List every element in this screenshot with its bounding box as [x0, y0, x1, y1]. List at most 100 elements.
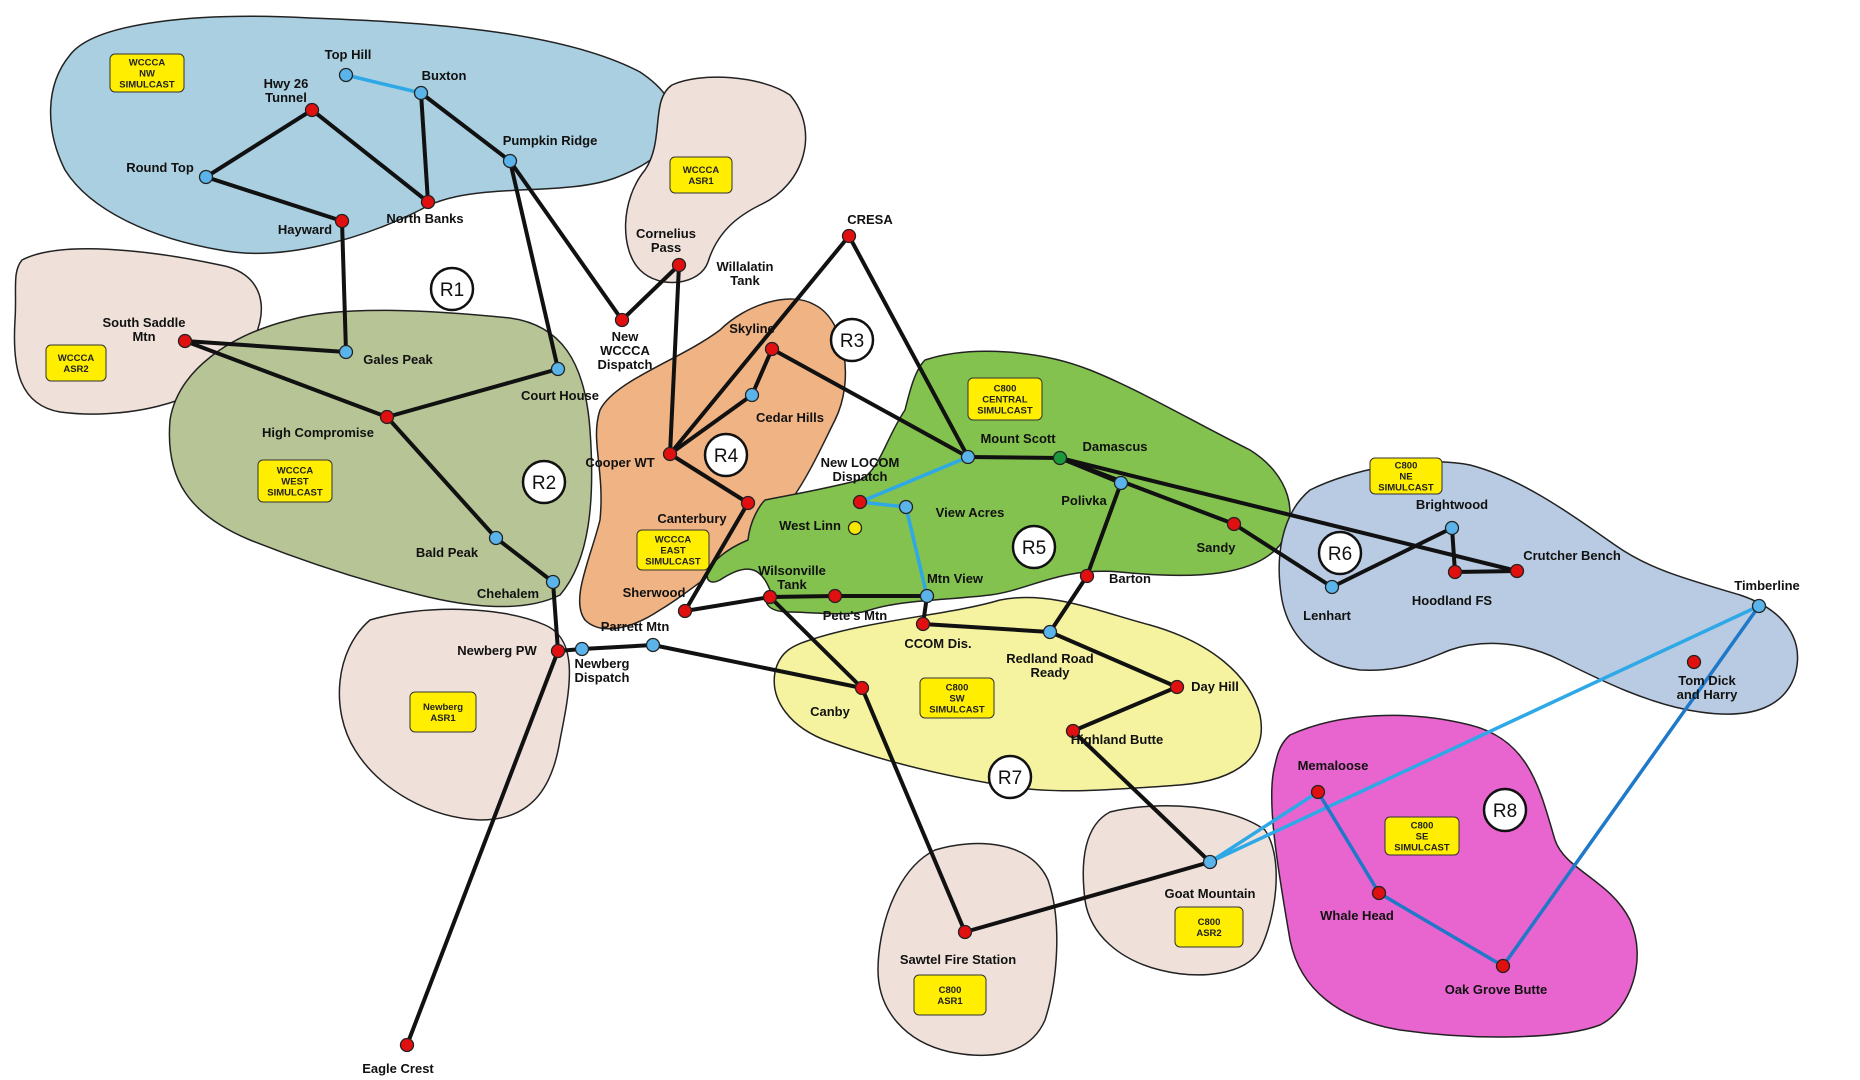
- site-label-highlandbutte: Highland Butte: [1071, 732, 1163, 747]
- link-dayhill-highlandbutte: [1071, 685, 1179, 733]
- region-label-r5: R5: [1022, 538, 1046, 559]
- network-links: [183, 73, 1761, 1047]
- site-node-canterbury: [740, 495, 756, 511]
- site-label-memaloose: Memaloose: [1298, 758, 1369, 773]
- site-label-canterbury: Canterbury: [657, 511, 727, 526]
- site-node-eaglecrest: [399, 1037, 415, 1053]
- site-label-courthouse: Court House: [521, 388, 599, 403]
- link-lenhart-brightwood: [1330, 526, 1454, 589]
- zone-badge-box: [109, 53, 185, 93]
- site-node-memaloose: [1310, 784, 1326, 800]
- site-label-viewacres: View Acres: [936, 505, 1005, 520]
- site-node-southsaddle: [177, 333, 193, 349]
- zone-badge-text: SIMULCAST: [267, 488, 323, 499]
- site-node-damascus: [1052, 450, 1068, 466]
- region-circle-r8: [1482, 787, 1528, 833]
- link-canby-sawtel: [860, 686, 967, 934]
- link-newwccca-cornelius: [620, 263, 681, 322]
- region-label-r6: R6: [1328, 544, 1352, 565]
- link-cresa-cooperwt: [668, 234, 851, 456]
- site-label-sherwood: Sherwood: [623, 585, 686, 600]
- site-label-mountscott: Mount Scott: [980, 431, 1056, 446]
- region-circle-r7: [987, 754, 1033, 800]
- link-barton-redland: [1048, 574, 1089, 634]
- site-node-whalehead: [1371, 885, 1387, 901]
- zone-badge-text: WCCCA: [58, 353, 95, 364]
- link-redland-dayhill: [1048, 630, 1179, 689]
- site-node-crutcher: [1509, 563, 1525, 579]
- link-pumpkin-courthouse: [508, 159, 560, 371]
- site-label-ccom: CCOM Dis.: [904, 636, 971, 651]
- link-newlocom-viewacres: [858, 500, 908, 509]
- site-node-viewacres: [898, 499, 914, 515]
- zone-badge-text: WEST: [281, 477, 309, 488]
- site-node-chehalem: [545, 574, 561, 590]
- link-viewacres-mtnview: [904, 505, 929, 598]
- link-goatmtn-memaloose: [1208, 790, 1320, 864]
- zone-badge-text: WCCCA: [129, 58, 166, 69]
- zone-badge-text: EAST: [660, 546, 686, 557]
- site-label-pumpkin: Pumpkin Ridge: [503, 133, 598, 148]
- site-node-canby: [854, 680, 870, 696]
- link-newbergdisp-parrett: [580, 643, 655, 651]
- zone-badges: WCCCANWSIMULCASTWCCCAASR1WCCCAASR2WCCCAW…: [45, 53, 1460, 1016]
- zone-badge-text: SIMULCAST: [645, 557, 701, 568]
- link-tophill-buxton: [344, 73, 423, 95]
- site-label-parrett: Parrett Mtn: [601, 619, 670, 634]
- site-node-westlinn: [847, 520, 863, 536]
- site-label-cedarhills: Cedar Hills: [756, 410, 824, 425]
- site-label-skyline: Skyline: [729, 321, 775, 336]
- link-pumpkin-newwccca: [508, 159, 624, 322]
- link-roundtop-hayward: [204, 175, 344, 223]
- zone-badge-box: [409, 691, 477, 733]
- site-node-galespeak: [338, 344, 354, 360]
- link-ccom-redland: [921, 622, 1052, 634]
- site-node-mtnview: [919, 588, 935, 604]
- site-node-sherwood: [677, 603, 693, 619]
- zone-c800-sw: [773, 596, 1263, 792]
- site-node-mountscott: [960, 449, 976, 465]
- site-node-newlocom: [852, 494, 868, 510]
- site-node-courthouse: [550, 361, 566, 377]
- site-label-buxton: Buxton: [422, 68, 467, 83]
- site-node-roundtop: [198, 169, 214, 185]
- link-canterbury-sherwood: [683, 501, 750, 613]
- region-label-r7: R7: [998, 768, 1022, 789]
- site-node-timberline: [1751, 598, 1767, 614]
- site-node-dayhill: [1169, 679, 1185, 695]
- site-label-hayward: Hayward: [278, 222, 332, 237]
- link-cornelius-cooperwt: [668, 263, 681, 456]
- zone-c800-asr1-sawtel: [877, 842, 1058, 1057]
- site-label-damascus: Damascus: [1082, 439, 1147, 454]
- zone-badge-text: Newberg: [423, 702, 463, 713]
- link-skyline-mountscott: [770, 347, 970, 459]
- link-hwy26-northbanks: [310, 108, 430, 204]
- link-cooperwt-canterbury: [668, 452, 750, 505]
- region-label-r4: R4: [714, 446, 739, 467]
- site-node-cornelius: [671, 257, 687, 273]
- link-memaloose-whalehead: [1316, 790, 1381, 895]
- region-circle-r1: [429, 266, 475, 312]
- zone-badge-text: ASR2: [1196, 928, 1221, 939]
- site-label-sandy: Sandy: [1196, 540, 1236, 555]
- site-node-sawtel: [957, 924, 973, 940]
- link-buxton-pumpkin: [419, 91, 512, 163]
- region-circle-r6: [1317, 530, 1363, 576]
- link-buxton-northbanks: [419, 91, 430, 204]
- zone-badge-text: ASR1: [430, 713, 456, 724]
- site-node-cresa: [841, 228, 857, 244]
- site-node-oakgrove: [1495, 958, 1511, 974]
- zone-wccca-west: [168, 309, 593, 608]
- site-node-goatmtn: [1202, 854, 1218, 870]
- link-goatmtn-timberline: [1208, 604, 1761, 864]
- link-hayward-galespeak: [340, 219, 348, 354]
- site-label-newbergpw: Newberg PW: [457, 643, 537, 658]
- link-damascus-crutcher: [1058, 456, 1519, 573]
- link-wilsonville-canby: [768, 595, 864, 690]
